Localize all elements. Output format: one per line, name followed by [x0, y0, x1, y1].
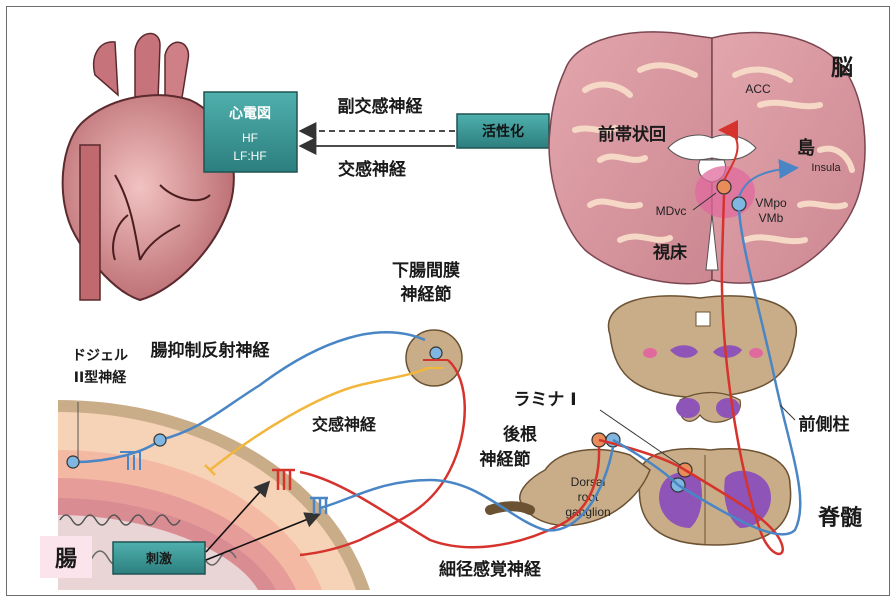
vmpo-label: VMpo [755, 196, 787, 210]
ecg-title: 心電図 [229, 105, 271, 122]
drg-label-line2: 神経節 [480, 449, 531, 470]
spinal-cord-section [639, 449, 790, 545]
parasympathetic-label: 副交感神経 [338, 96, 424, 117]
gut-label: 腸 [55, 547, 77, 572]
drg-label-line1: 後根 [503, 424, 537, 445]
brain-illustration [549, 32, 865, 284]
ganglion-label-line2: 神経節 [401, 284, 452, 305]
activation-box: 活性化 [457, 114, 549, 148]
afferent-label: 細径感覚神経 [439, 559, 542, 580]
sympathetic-label: 交感神経 [338, 159, 407, 180]
acc-label: ACC [745, 82, 771, 96]
spinal-cord-label: 脊髄 [817, 505, 862, 531]
ganglion-label-line1: 下腸間膜 [392, 260, 460, 281]
enteric-reflex-label: 腸抑制反射神経 [151, 340, 271, 361]
anterolateral-label: 前側柱 [799, 414, 850, 435]
stimulus-box: 刺激 [113, 542, 205, 574]
lamina-label: ラミナ I [513, 390, 576, 410]
insula-jp-label: 島 [797, 137, 815, 159]
vmb-label: VMb [759, 211, 784, 225]
dogiel-label-line1: ドジェル [72, 348, 128, 364]
ecg-hf: HF [242, 131, 258, 145]
insula-en-label: Insula [811, 162, 841, 174]
ecg-lfhf: LF:HF [233, 149, 266, 163]
ecg-box: 心電図 HF LF:HF [204, 92, 297, 172]
sympathetic-gut-label: 交感神経 [312, 415, 377, 434]
mesenteric-ganglion [406, 330, 462, 386]
brain-title: 脳 [831, 56, 853, 81]
mdvc-label: MDvc [656, 204, 687, 218]
brainstem-section [608, 296, 796, 422]
thalamus-label: 視床 [652, 242, 688, 263]
dogiel-label-line2: II型神経 [74, 369, 127, 386]
stimulus-label: 刺激 [146, 551, 173, 567]
activation-label: 活性化 [482, 123, 524, 140]
anterior-cingulate-label: 前帯状回 [598, 124, 666, 145]
